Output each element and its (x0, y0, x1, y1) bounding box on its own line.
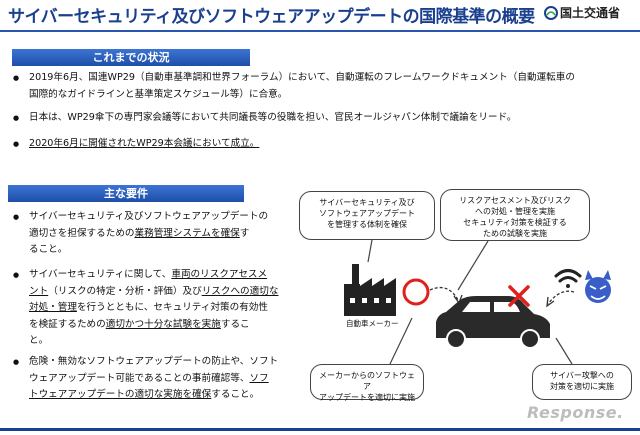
ok-circle-icon (402, 278, 430, 306)
ministry-name: 国土交通省 (560, 6, 621, 20)
requirement-bullet-1: サイバーセキュリティ及びソフトウェアアップデートの 適切さを担保するための業務管… (13, 209, 279, 259)
req2-underlined: 適切かつ十分な試験を実施 (105, 318, 221, 330)
req1-text: ること。 (29, 244, 68, 255)
req3-text: ウェアアップデート可能であることの事前確認等、 (29, 372, 250, 384)
req2-underlined: リスクへの適切な (201, 285, 279, 297)
req2-text: を検証するための (29, 318, 106, 330)
car-icon (436, 296, 550, 349)
bottom-rule (0, 428, 640, 431)
req2-underlined: ント (29, 285, 49, 297)
callout-text: サイバーセキュリティ及び (319, 198, 415, 207)
status-bullet-2-line1: 日本は、WP29傘下の専門家会議等において共同議長等の役職を担い、官民オールジャ… (29, 112, 517, 123)
req3-text: すること。 (211, 389, 260, 400)
callout-risk-assessment: リスクアセスメント及びリスク への対処・管理を実施 セキュリティ対策を検証する … (440, 189, 590, 241)
callout-text: アップデートを適切に実施 (319, 393, 415, 402)
req2-text: を行うとともに、セキュリティ対策の有効性 (76, 302, 268, 313)
req1-underlined: 業務管理システムを確保 (134, 227, 240, 239)
callout-text: サイバー攻撃への (550, 371, 614, 380)
requirement-bullet-3: 危険・無効なソフトウェアアップデートの防止や、ソフト ウェアアップデート可能であ… (13, 354, 289, 404)
callout-cyber-attack: サイバー攻撃への 対策を適切に実施 (532, 364, 632, 400)
req2-text: するこ (220, 318, 250, 330)
status-bullet-3-line1: 2020年6月に開催されたWP29本会議において成立。 (29, 138, 260, 149)
status-bullet-2: 日本は、WP29傘下の専門家会議等において共同議長等の役職を担い、官民オールジャ… (13, 110, 629, 127)
req1-text: す (239, 227, 250, 239)
requirement-bullet-2: サイバーセキュリティに関して、車両のリスクアセスメ ント（リスクの特定・分析・評… (13, 267, 289, 350)
req3-underlined: ソフ (249, 372, 269, 384)
response-watermark: Response. (527, 403, 624, 422)
callout-text: を管理する体制を確保 (327, 220, 407, 229)
callout-software-update: メーカーからのソフトウェア アップデートを適切に実施 (310, 364, 424, 402)
factory-icon (344, 264, 396, 316)
section-heading-status: これまでの状況 (12, 49, 250, 66)
devil-hacker-icon (585, 270, 611, 303)
callout-text: ための試験を実施 (483, 229, 547, 238)
req2-text: と。 (29, 335, 49, 346)
req3-text: 危険・無効なソフトウェアアップデートの防止や、ソフト (29, 356, 279, 367)
callout-text: メーカーからのソフトウェア (319, 371, 415, 391)
req2-text: サイバーセキュリティに関して、 (29, 269, 172, 280)
req1-text: サイバーセキュリティ及びソフトウェアアップデートの (29, 211, 269, 222)
section-heading-requirements: 主な要件 (8, 185, 244, 202)
automaker-label: 自動車メーカー (346, 319, 399, 328)
wifi-icon (554, 269, 582, 288)
title-rule (0, 30, 640, 32)
page-title: サイバーセキュリティ及びソフトウェアアップデートの国際基準の概要 (8, 7, 535, 27)
req2-text: （リスクの特定・分析・評価）及び (48, 285, 202, 297)
mlit-logo-icon (544, 6, 558, 20)
status-bullet-1: 2019年6月、国連WP29（自動車基準調和世界フォーラム）において、自動運転の… (13, 70, 629, 103)
callout-text: 対策を適切に実施 (550, 382, 614, 391)
ng-cross-icon (508, 285, 530, 307)
callout-text: リスクアセスメント及びリスク (459, 196, 571, 205)
callout-text: ソフトウェアアップデート (319, 209, 415, 218)
status-bullet-1-line2: 国際的なガイドラインと基準策定スケジュール等）に合意。 (29, 88, 288, 100)
callout-management-system: サイバーセキュリティ及び ソフトウェアアップデート を管理する体制を確保 (299, 191, 435, 240)
callout-text: セキュリティ対策を検証する (463, 218, 567, 227)
callout-text: への対処・管理を実施 (475, 207, 555, 216)
req2-underlined: 対処・管理 (29, 302, 77, 313)
status-bullet-3: 2020年6月に開催されたWP29本会議において成立。 (13, 136, 629, 153)
req2-underlined: 車両のリスクアセスメ (171, 269, 268, 280)
req3-underlined: トウェアアップデートの適切な実施を確保 (29, 389, 212, 400)
status-bullet-1-line1: 2019年6月、国連WP29（自動車基準調和世界フォーラム）において、自動運転の… (29, 72, 575, 83)
req1-text: 適切さを担保するための (29, 227, 135, 239)
